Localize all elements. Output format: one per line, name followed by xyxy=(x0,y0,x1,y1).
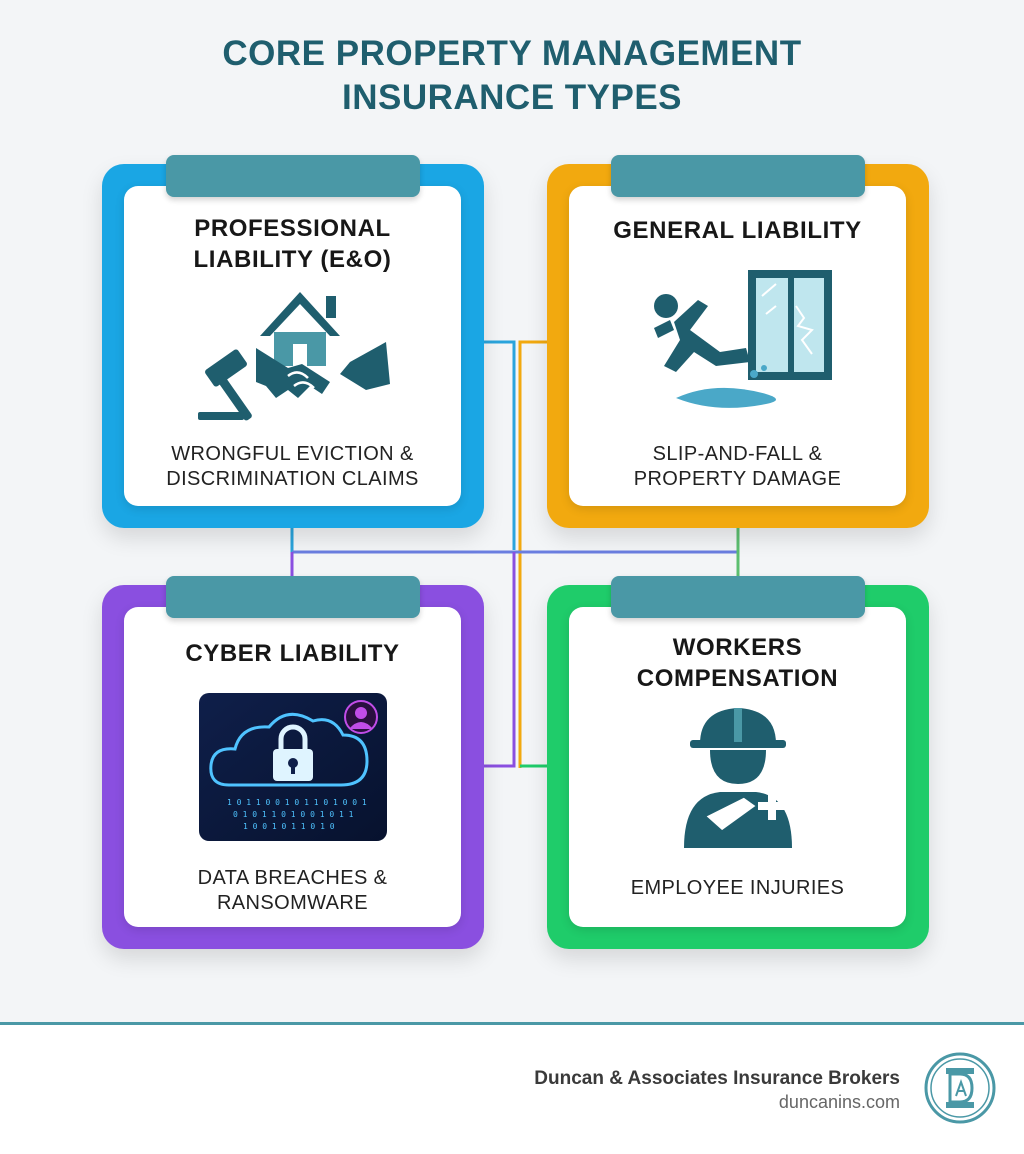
footer xyxy=(0,1025,1024,1154)
card-description-line: RANSOMWARE xyxy=(216,892,369,914)
svg-text:1 0 1 1 0 0 1 0 1 1 0 1 0 0 1: 1 0 1 1 0 0 1 0 1 1 0 1 0 0 1 xyxy=(227,798,367,807)
card-description-line: PROPERTY DAMAGE xyxy=(633,468,842,490)
card-description-line: SLIP-AND-FALL & xyxy=(652,443,823,465)
card-title: CYBER LIABILITY xyxy=(124,638,461,669)
slip-fall-broken-window-icon xyxy=(654,270,832,408)
card-description: DATA BREACHES & RANSOMWARE xyxy=(124,866,461,916)
card-description: EMPLOYEE INJURIES xyxy=(569,876,906,901)
card-title-line: PROFESSIONAL xyxy=(194,215,391,242)
card-description-line: EMPLOYEE INJURIES xyxy=(630,877,845,899)
company-website[interactable]: duncanins.com xyxy=(778,1092,900,1112)
card-description-line: WRONGFUL EVICTION & xyxy=(171,443,414,465)
svg-text:1 0 0 1 0 1 1 0 1 0: 1 0 0 1 0 1 1 0 1 0 xyxy=(243,822,335,831)
card-tab xyxy=(166,576,420,618)
card-tab xyxy=(611,155,865,197)
da-monogram-logo-icon xyxy=(924,1052,996,1124)
injured-worker-hardhat-icon xyxy=(684,708,792,848)
card-title: WORKERS COMPENSATION xyxy=(569,632,906,694)
card-title-line: COMPENSATION xyxy=(636,665,839,692)
card-description-line: DISCRIMINATION CLAIMS xyxy=(166,468,419,490)
page-title-line-1: CORE PROPERTY MANAGEMENT xyxy=(222,34,802,73)
company-name: Duncan & Associates Insurance Brokers xyxy=(534,1068,900,1089)
card-tab xyxy=(611,576,865,618)
svg-text:0 1 0 1 1 0 1 0 0 1 0 1 1: 0 1 0 1 1 0 1 0 0 1 0 1 1 xyxy=(233,810,354,819)
card-title: GENERAL LIABILITY xyxy=(569,215,906,246)
footer-divider xyxy=(0,1022,1024,1025)
card-tab xyxy=(166,155,420,197)
card-description: SLIP-AND-FALL & PROPERTY DAMAGE xyxy=(569,442,906,492)
card-title-line: WORKERS xyxy=(672,634,803,661)
card-title-line: GENERAL LIABILITY xyxy=(613,217,862,244)
page-title: CORE PROPERTY MANAGEMENT INSURANCE TYPES xyxy=(0,32,1024,120)
card-title-line: LIABILITY (E&O) xyxy=(193,246,392,273)
house-gavel-handshake-icon xyxy=(198,292,390,421)
card-panel xyxy=(569,186,906,506)
card-description-line: DATA BREACHES & xyxy=(197,867,388,889)
cloud-padlock-hacker-icon: 1 0 1 1 0 0 1 0 1 1 0 1 0 0 1 0 1 0 1 1 … xyxy=(199,693,387,841)
card-title: PROFESSIONAL LIABILITY (E&O) xyxy=(124,213,461,275)
card-description: WRONGFUL EVICTION & DISCRIMINATION CLAIM… xyxy=(124,442,461,492)
card-title-line: CYBER LIABILITY xyxy=(185,640,400,667)
page-title-line-2: INSURANCE TYPES xyxy=(341,78,683,117)
